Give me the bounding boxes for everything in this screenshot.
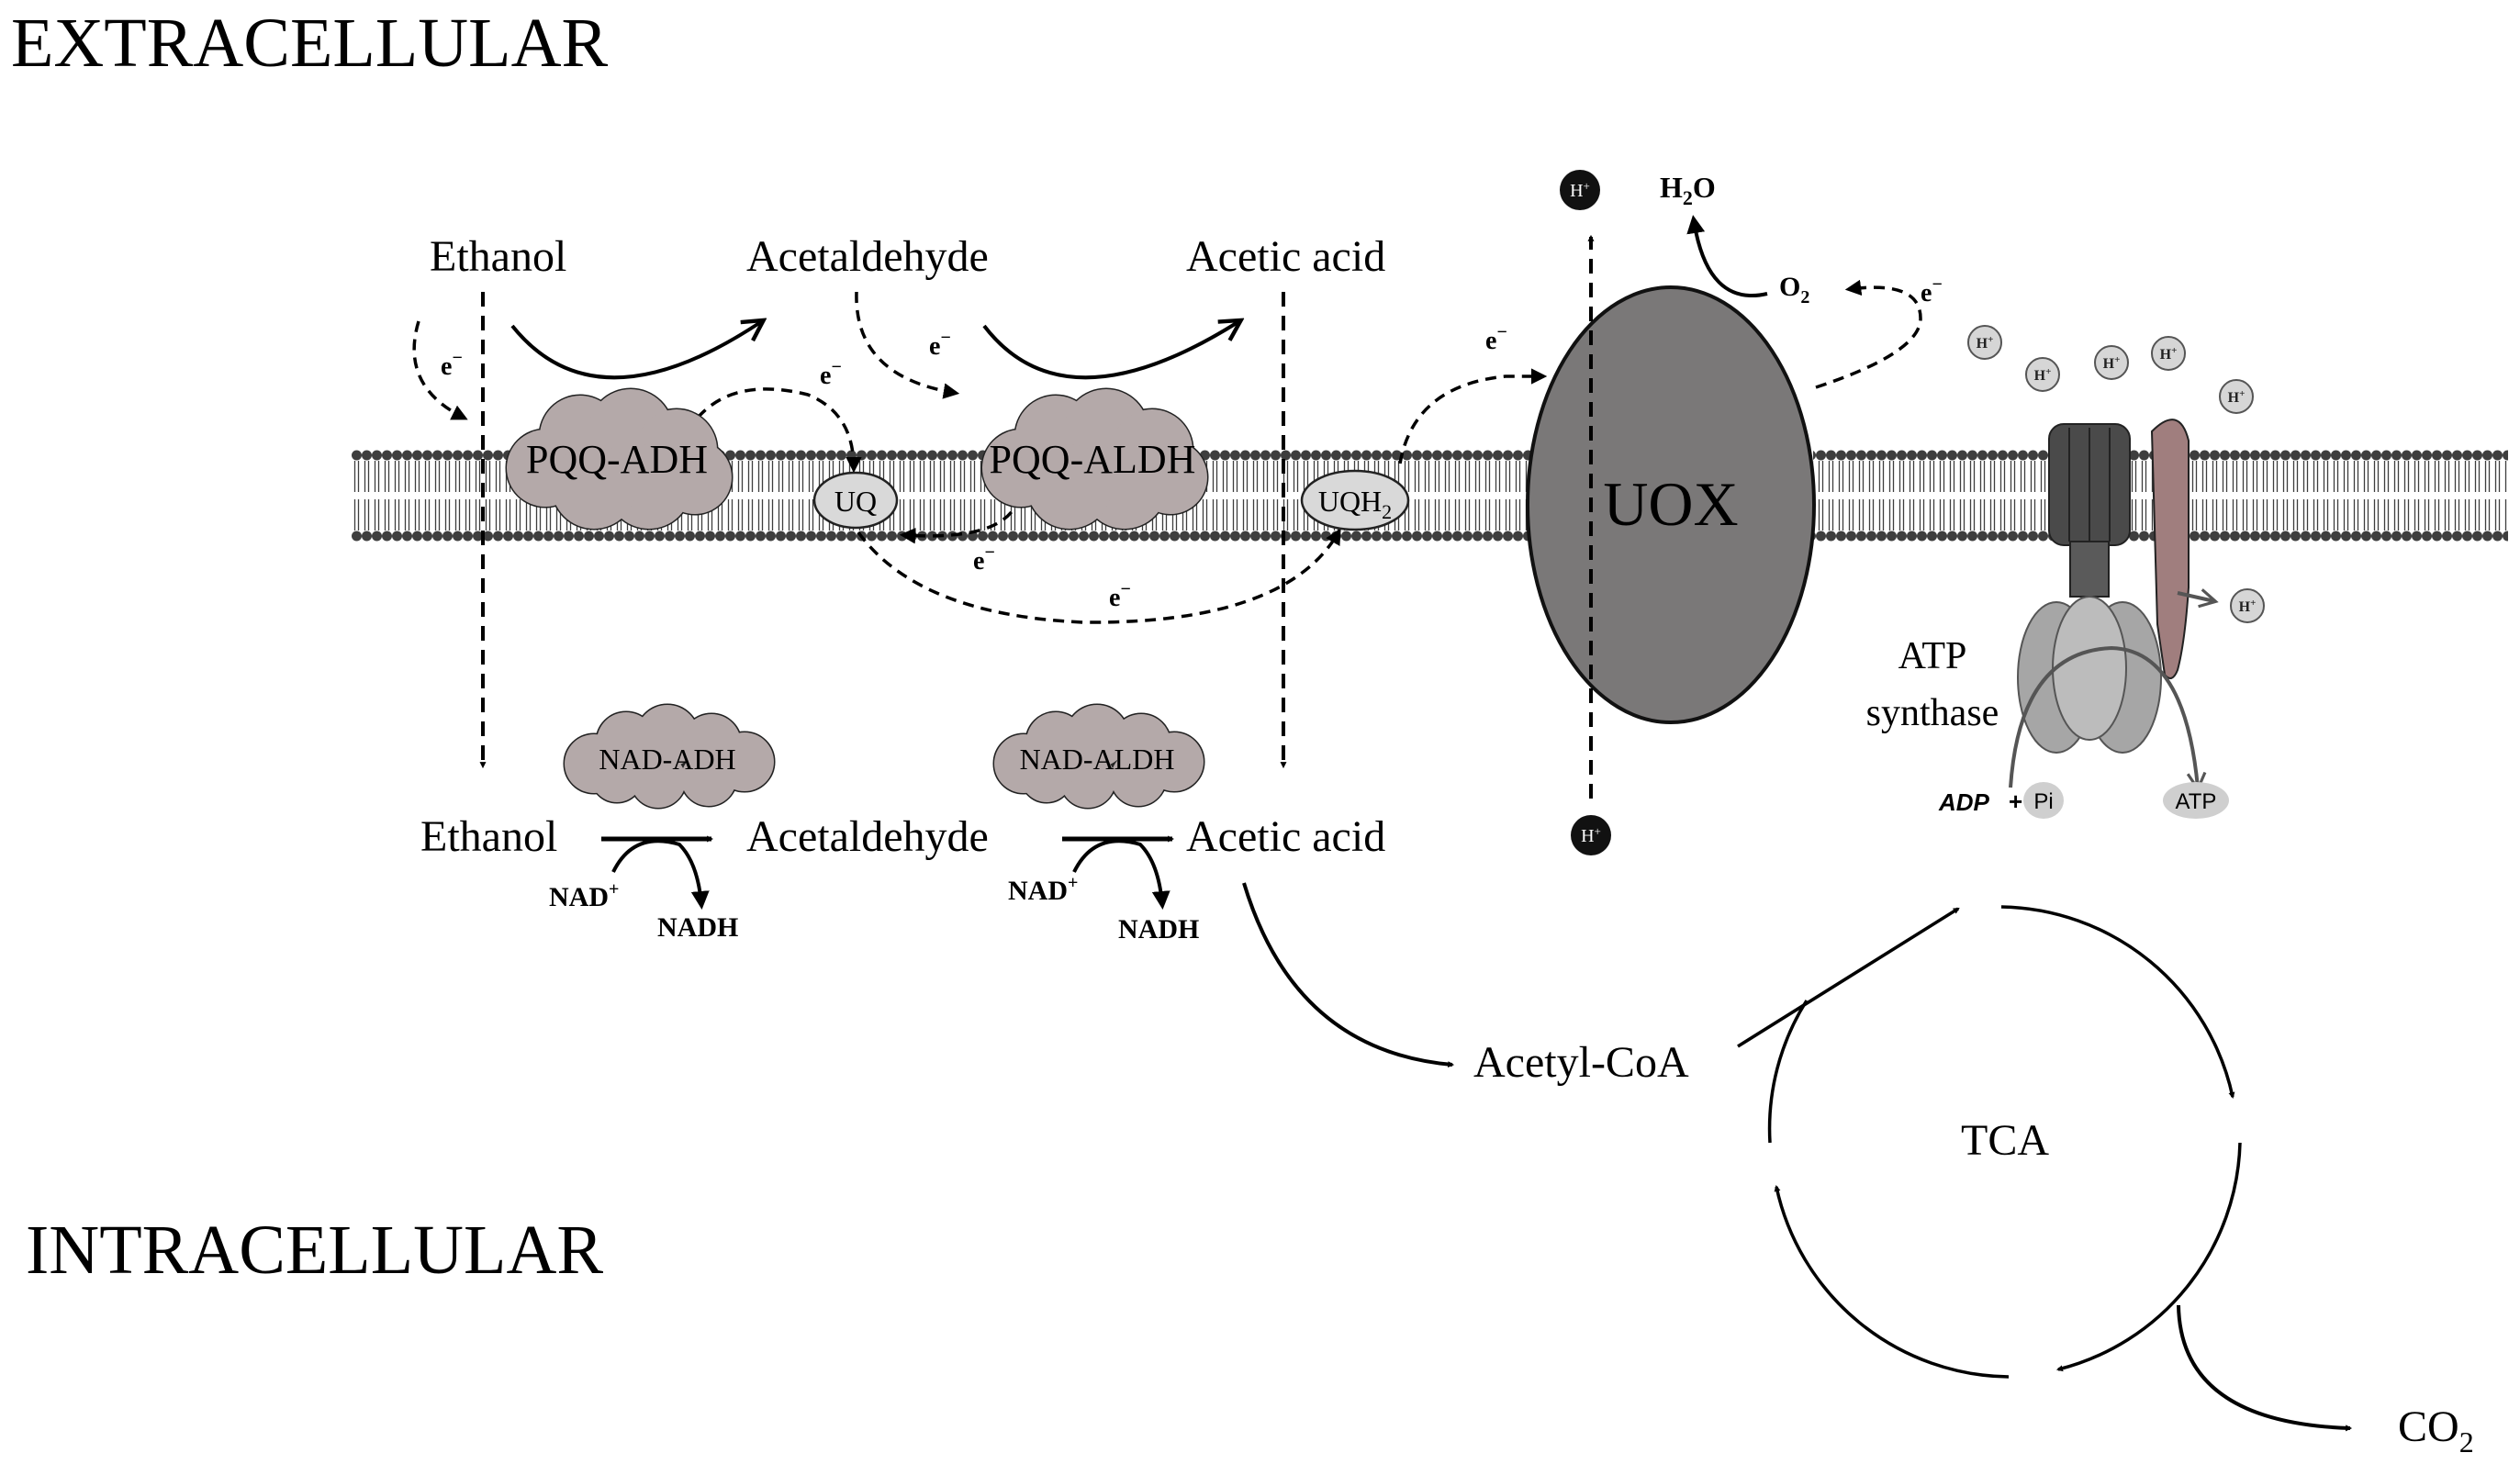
electron-flow-acetaldehyde (855, 291, 960, 399)
cytoplasm-acetaldehyde: Acetaldehyde (746, 812, 989, 861)
ethanol-to-acetaldehyde-arrow (510, 321, 762, 380)
acetic-acid-to-acetyl-coa-arrow (1242, 882, 1455, 1068)
electron-label: e− (1921, 274, 1943, 307)
svg-text:H+: H+ (2228, 388, 2246, 406)
atp-synthase-label-line2: synthase (1866, 692, 1999, 734)
ubiquinol: UQH2 (1300, 469, 1410, 531)
nad-adh-label: NAD-ADH (599, 743, 735, 776)
uqh2-label: UQH2 (1318, 485, 1392, 523)
electron-label: e− (929, 328, 951, 361)
electron-flow-adh-to-uq (696, 387, 862, 474)
nadh-label: NADH (1118, 914, 1199, 944)
nadh-label: NADH (657, 912, 738, 943)
nad-reduction-arrow (611, 839, 710, 910)
svg-text:H+: H+ (1581, 824, 1601, 846)
proton-cluster (1967, 325, 2265, 623)
electron-flow-ethanol (412, 320, 468, 420)
ubiquinone: UQ (812, 471, 899, 530)
svg-text:H+: H+ (2034, 366, 2052, 384)
water-label: H2O (1660, 171, 1716, 209)
pqq-adh-label: PQQ-ADH (526, 437, 708, 482)
svg-text:H+: H+ (2103, 354, 2121, 372)
nad-aldh-enzyme: NAD-ALDH (992, 703, 1205, 810)
electron-label: e− (820, 357, 842, 390)
pqq-aldh-label: PQQ-ALDH (990, 437, 1196, 482)
nad-reduction-arrow (1072, 839, 1170, 910)
extracellular-label: EXTRACELLULAR (11, 5, 608, 82)
svg-text:H+: H+ (2160, 345, 2178, 363)
pqq-adh-enzyme: PQQ-ADH (505, 387, 734, 531)
proton-icon: H+ (1571, 815, 1611, 855)
periplasm-acetic-acid: Acetic acid (1186, 232, 1385, 281)
oxygen-label: O2 (1779, 272, 1809, 307)
co2-label: CO2 (2398, 1403, 2474, 1458)
svg-text:ATP: ATP (2176, 789, 2217, 814)
nad-label: NAD+ (549, 879, 619, 912)
acetaldehyde-to-acetic-acid-arrow (982, 321, 1239, 380)
plus-sign: + (2009, 788, 2022, 815)
atp-icon: ATP (2163, 782, 2229, 819)
uox-complex: UOX (1526, 234, 1816, 799)
intracellular-label: INTRACELLULAR (26, 1212, 603, 1289)
adp-label: ADP (1938, 788, 1990, 816)
electron-flow-uq-to-uqh2 (857, 528, 1341, 624)
oxygen-to-water-arrow (1686, 215, 1768, 298)
electron-flow-to-oxygen (1815, 279, 1922, 389)
proton-icon: H+ (1560, 170, 1600, 210)
proton-labels: H+ H+ H+ H+ H+ H+ (1977, 334, 2257, 615)
svg-text:Pi: Pi (2033, 789, 2053, 814)
electron-label: e− (1485, 322, 1507, 355)
uox-label: UOX (1603, 469, 1738, 539)
cytoplasm-ethanol: Ethanol (420, 812, 557, 861)
svg-text:H+: H+ (1977, 334, 1994, 352)
acetyl-coa-label: Acetyl-CoA (1473, 1038, 1689, 1087)
svg-text:H+: H+ (2239, 598, 2257, 615)
atp-synthase (2009, 419, 2214, 788)
atp-synthase-label-line1: ATP (1898, 635, 1967, 677)
electron-label: e− (1109, 579, 1131, 612)
tca-cycle (1737, 905, 2353, 1432)
electron-flow-uqh2-to-uox (1398, 368, 1548, 464)
uq-label: UQ (834, 485, 877, 518)
periplasm-ethanol: Ethanol (430, 232, 566, 281)
periplasm-acetaldehyde: Acetaldehyde (746, 232, 989, 281)
tca-label: TCA (1961, 1116, 2049, 1165)
electron-label: e− (441, 348, 463, 381)
cytoplasm-acetic-acid: Acetic acid (1186, 812, 1385, 861)
svg-text:H+: H+ (1570, 179, 1590, 201)
nad-aldh-label: NAD-ALDH (1020, 743, 1175, 776)
pqq-aldh-enzyme: PQQ-ALDH (980, 387, 1209, 531)
nad-adh-enzyme: NAD-ADH (563, 703, 776, 810)
electron-label: e− (973, 542, 995, 576)
nad-label: NAD+ (1008, 873, 1078, 906)
phosphate-icon: Pi (2023, 782, 2064, 819)
